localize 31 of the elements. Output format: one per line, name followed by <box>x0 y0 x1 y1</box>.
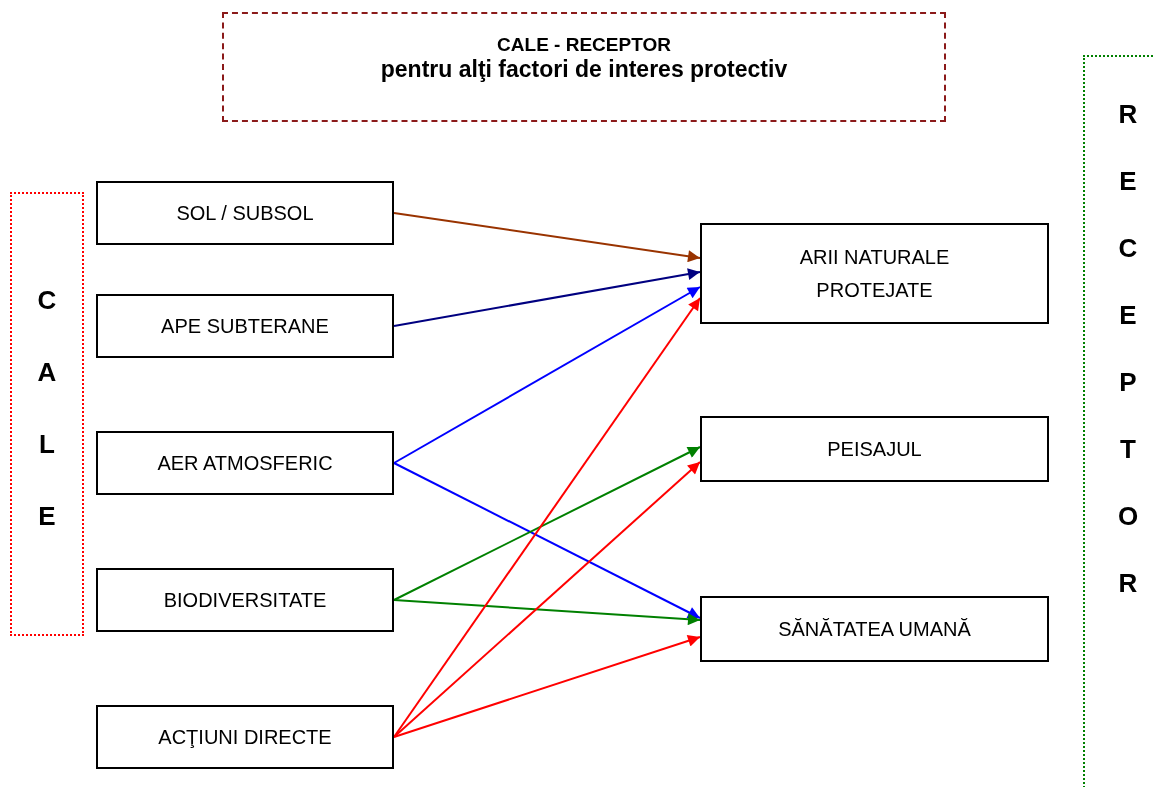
process-box <box>96 294 394 358</box>
box-label: PEISAJUL <box>826 436 923 462</box>
vertical-label: CALE <box>36 284 58 533</box>
arrow <box>393 286 701 464</box>
arrow <box>393 599 701 626</box>
box-label: SOL / SUBSOL <box>175 200 315 226</box>
process-box <box>96 181 394 245</box>
process-box <box>700 596 1049 662</box>
box-label: ARII NATURALE PROTEJATE <box>798 244 951 303</box>
arrow <box>393 635 701 738</box>
box-label: ACŢIUNI DIRECTE <box>157 724 333 750</box>
process-box <box>700 416 1049 482</box>
arrow <box>393 462 701 619</box>
vertical-label: RECEPTOR <box>1116 98 1140 600</box>
subtitle-text: pentru alţi factori de interes protectiv <box>380 56 788 83</box>
box-label: AER ATMOSFERIC <box>156 450 334 476</box>
process-box <box>700 223 1049 324</box>
arrow <box>393 446 701 601</box>
box-label: SĂNĂTATEA UMANĂ <box>777 616 972 642</box>
title-text: CALE - RECEPTOR <box>497 34 671 56</box>
vertical-label-box <box>10 192 84 636</box>
arrow <box>393 461 701 738</box>
vertical-label-box <box>1083 55 1153 787</box>
title-box <box>222 12 946 122</box>
box-label: APE SUBTERANE <box>160 313 330 339</box>
arrow <box>393 212 701 263</box>
process-box <box>96 568 394 632</box>
process-box <box>96 705 394 769</box>
box-label: BIODIVERSITATE <box>162 587 328 613</box>
process-box <box>96 431 394 495</box>
arrow <box>393 268 701 327</box>
